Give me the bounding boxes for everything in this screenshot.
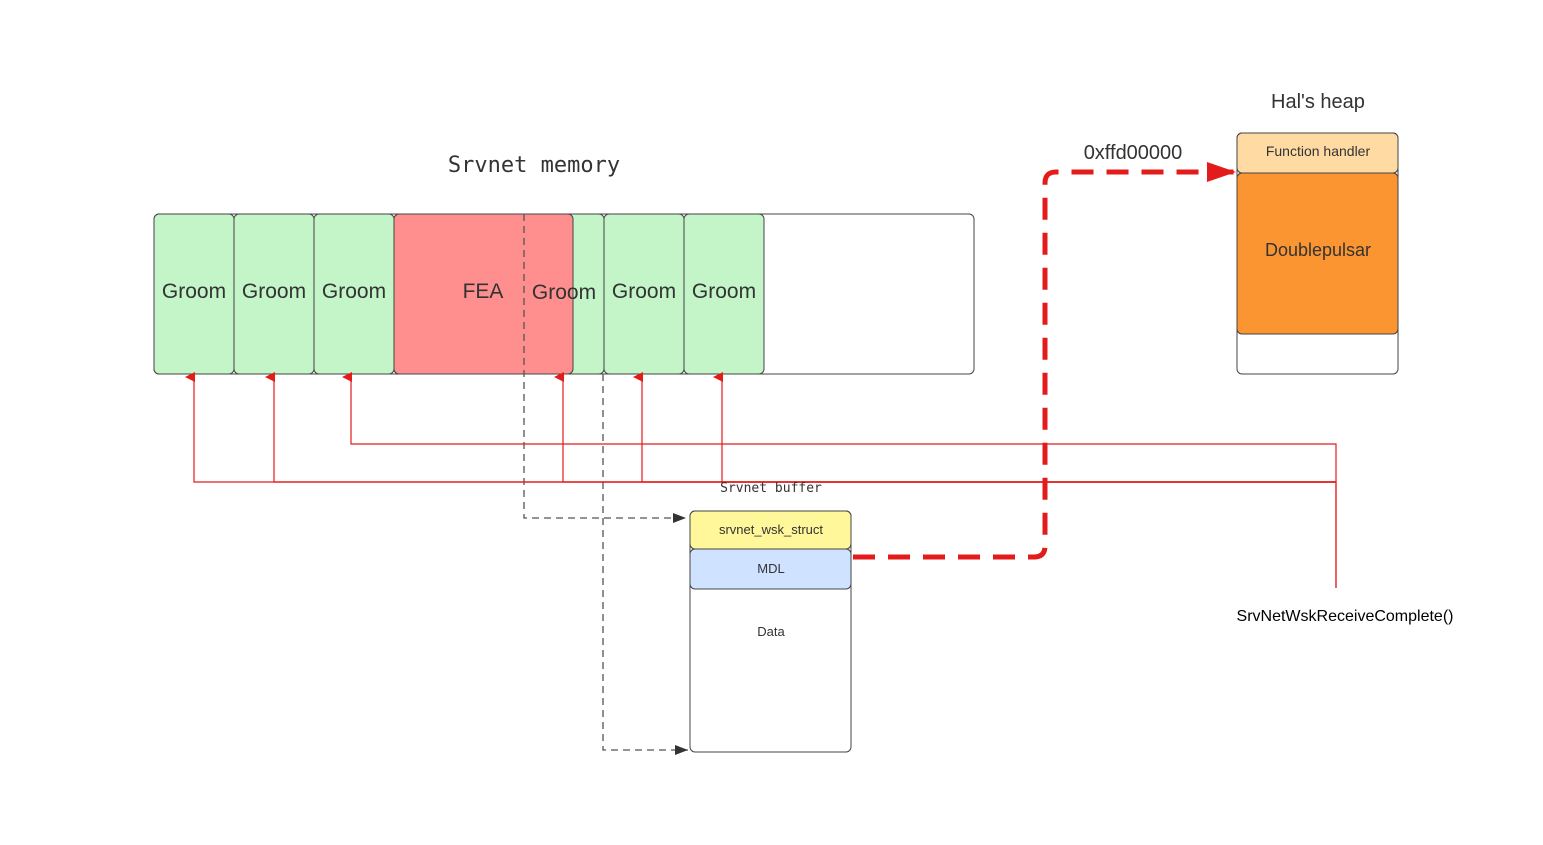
groom-label-5: Groom <box>612 280 676 303</box>
callback-line-groom-6 <box>713 372 1336 483</box>
mdl-pointer-to-hal-heap <box>853 162 1236 560</box>
srvnet-memory-title: Srvnet memory <box>448 153 620 178</box>
groom-block-6 <box>683 213 765 375</box>
callback-line-groom-5 <box>633 372 1336 483</box>
data-label: Data <box>757 624 785 639</box>
callback-line-groom-4 <box>554 372 1336 483</box>
doublepulsar-label: Doublepulsar <box>1265 240 1371 260</box>
pointer-to-wsk-struct <box>523 214 686 523</box>
function-handler-label: Function handler <box>1266 143 1371 159</box>
doublepulsar-section <box>1236 172 1399 335</box>
mdl-label: MDL <box>757 561 784 576</box>
groom-label-1: Groom <box>162 280 226 303</box>
groom-label-3: Groom <box>322 280 386 303</box>
fea-label: FEA <box>463 280 504 303</box>
groom-label-6: Groom <box>692 280 756 303</box>
address-label: 0xffd00000 <box>1084 142 1183 164</box>
srvnet-wsk-struct-label: srvnet_wsk_struct <box>719 522 823 537</box>
srvnet-buffer-title: Srvnet buffer <box>720 481 822 496</box>
callback-line-groom-2 <box>265 372 1336 483</box>
srvnet-wsk-receive-complete-label: SrvNetWskReceiveComplete() <box>1237 608 1454 625</box>
groom-label-4: Groom <box>532 281 596 304</box>
callback-line-groom-3 <box>342 372 1337 588</box>
fea-block <box>393 213 574 375</box>
hal-heap-title: Hal's heap <box>1271 91 1365 113</box>
pointer-to-data <box>602 374 688 755</box>
groom-label-2: Groom <box>242 280 306 303</box>
mdl-section <box>689 548 852 590</box>
